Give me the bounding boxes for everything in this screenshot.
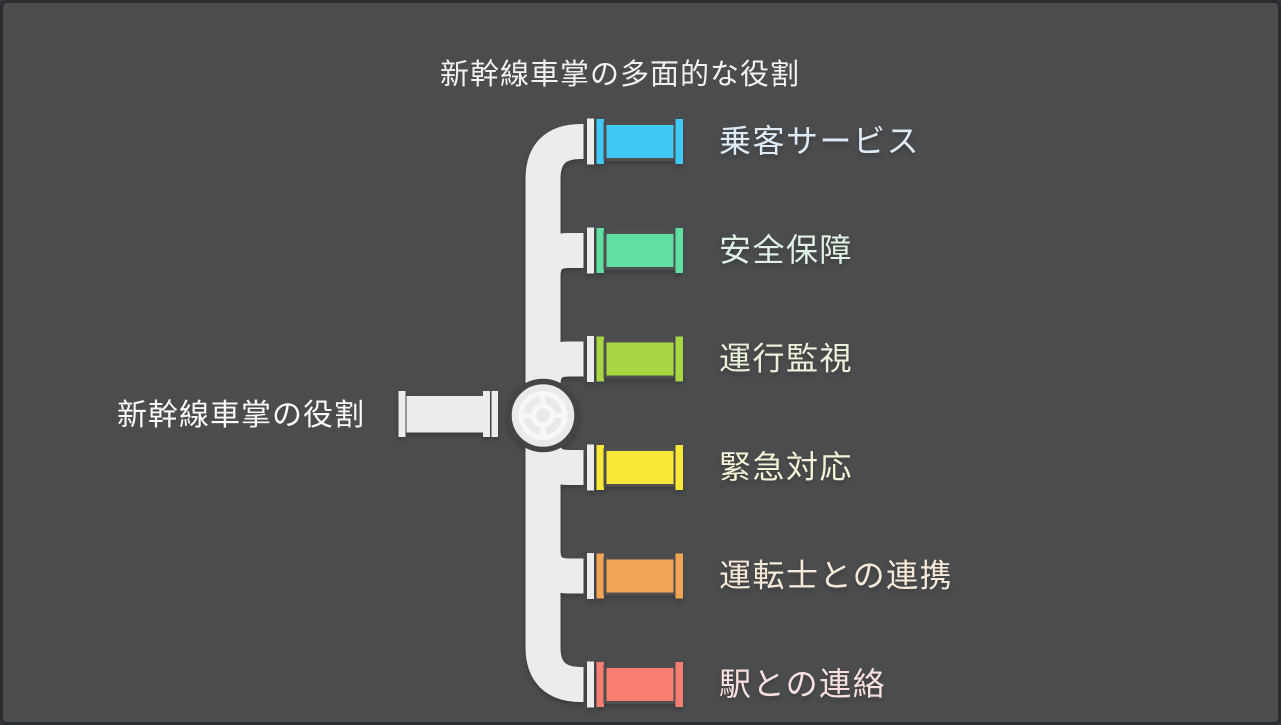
pipe-flange	[587, 661, 594, 708]
coupling-end-cap	[675, 553, 683, 599]
coupling-end-cap	[596, 119, 604, 164]
coupling-end-cap	[675, 119, 683, 164]
diagram-title: 新幹線車掌の多面的な役割	[440, 58, 800, 91]
pipe-flange	[587, 336, 594, 382]
pipe-flange	[483, 391, 490, 437]
pipe-flange	[398, 391, 406, 437]
coupling-end-cap	[596, 336, 604, 382]
coupling-end-cap	[596, 445, 604, 490]
pipe-branch-2	[525, 233, 584, 416]
pipe-branch-1	[525, 124, 584, 416]
branch-label: 駅との連絡	[719, 666, 886, 702]
pipe-flange	[491, 391, 498, 437]
branch-label: 乗客サービス	[719, 123, 920, 159]
branch-5: 運転士との連携	[587, 553, 953, 599]
valve-wheel-icon	[506, 378, 580, 453]
branch-label: 運行監視	[719, 341, 853, 377]
branch-label: 安全保障	[719, 232, 853, 268]
branch-2: 安全保障	[587, 227, 853, 274]
coupling-end-cap	[675, 445, 683, 490]
pipe-branch-6	[525, 416, 584, 702]
pipe-coupling-body	[603, 448, 677, 487]
pipe-coupling-body	[603, 122, 677, 161]
coupling-end-cap	[675, 336, 683, 382]
branch-4: 緊急対応	[587, 444, 853, 491]
pipe-coupling-body	[603, 231, 677, 270]
coupling-end-cap	[596, 553, 604, 599]
branch-1: 乗客サービス	[587, 118, 920, 165]
pipe-body	[406, 396, 484, 433]
coupling-end-cap	[675, 662, 683, 707]
pipe-coupling-body	[603, 665, 677, 704]
branch-6: 駅との連絡	[587, 661, 886, 708]
pipe-flange	[587, 118, 594, 165]
branch-label: 緊急対応	[719, 449, 853, 485]
root-node-label: 新幹線車掌の役割	[117, 399, 365, 432]
pipe-flange	[587, 227, 594, 274]
pipe-coupling-body	[603, 556, 677, 596]
pipe-network: 乗客サービス 安全保障 運行監視	[398, 118, 953, 708]
coupling-end-cap	[675, 228, 683, 273]
coupling-end-cap	[596, 662, 604, 707]
pipe-flange	[587, 553, 594, 599]
branch-label: 運転士との連携	[719, 558, 953, 594]
root-pipe	[398, 391, 498, 437]
valve-hub	[531, 403, 555, 428]
pipe-coupling-body	[603, 339, 677, 379]
coupling-end-cap	[596, 228, 604, 273]
pipe-flange	[587, 444, 594, 491]
branch-3: 運行監視	[587, 336, 853, 382]
